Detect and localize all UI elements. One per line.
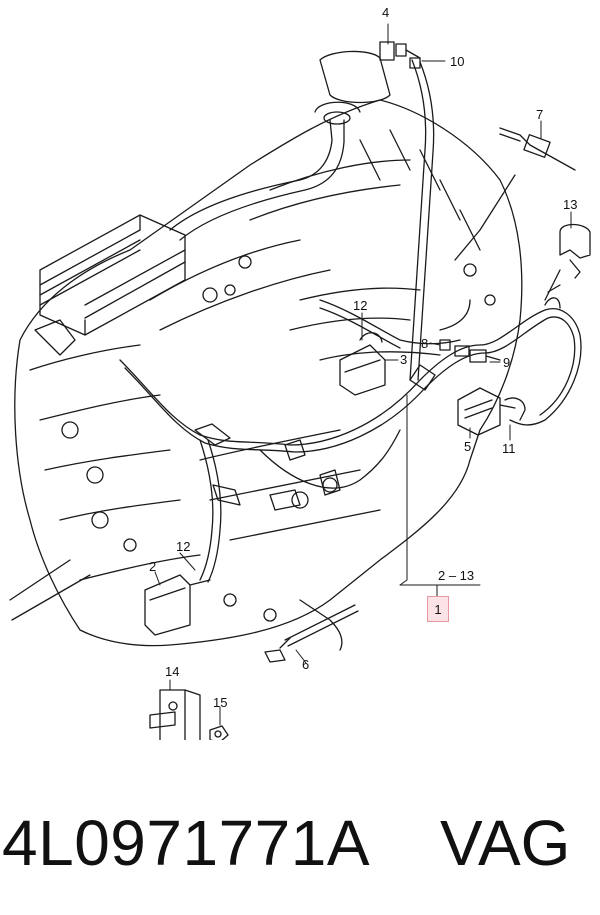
callout-15[interactable]: 15: [213, 695, 228, 710]
grommet-13: [544, 223, 591, 301]
leader-lines: [154, 23, 572, 726]
clip-7: [454, 127, 576, 261]
callout-12-upper[interactable]: 12: [353, 298, 368, 313]
connector-3: [339, 332, 386, 396]
coolant-hose: [169, 101, 361, 241]
callout-4[interactable]: 4: [382, 5, 390, 20]
callout-11[interactable]: 11: [502, 441, 516, 456]
cable-tie-6: [264, 604, 359, 663]
brand-label: VAG: [440, 807, 571, 879]
callout-14[interactable]: 14: [165, 664, 180, 679]
callout-1-highlight[interactable]: 1: [427, 596, 449, 622]
nut-15: [209, 725, 229, 740]
callout-5[interactable]: 5: [464, 439, 472, 454]
part-number-label: 4L0971771A: [2, 807, 371, 879]
connector-8-9: [439, 339, 501, 363]
callout-12-lower[interactable]: 12: [176, 539, 191, 554]
callout-13[interactable]: 13: [563, 197, 578, 212]
callout-10[interactable]: 10: [450, 54, 465, 69]
connector-top: [319, 41, 421, 104]
sensor-2: [144, 574, 211, 636]
callout-6[interactable]: 6: [302, 657, 310, 672]
connector-5: [457, 387, 526, 436]
callout-3[interactable]: 3: [400, 352, 408, 367]
callout-9[interactable]: 9: [503, 355, 511, 370]
callout-2[interactable]: 2: [149, 559, 157, 574]
callout-7[interactable]: 7: [536, 107, 544, 122]
callout-8[interactable]: 8: [421, 336, 429, 351]
transmission-housing: [9, 99, 523, 647]
wiring-harness-diagram: [9, 23, 591, 740]
bracket-14: [149, 689, 201, 740]
oil-cooler: [39, 214, 186, 336]
callout-2-13: 2 – 13: [438, 568, 475, 583]
